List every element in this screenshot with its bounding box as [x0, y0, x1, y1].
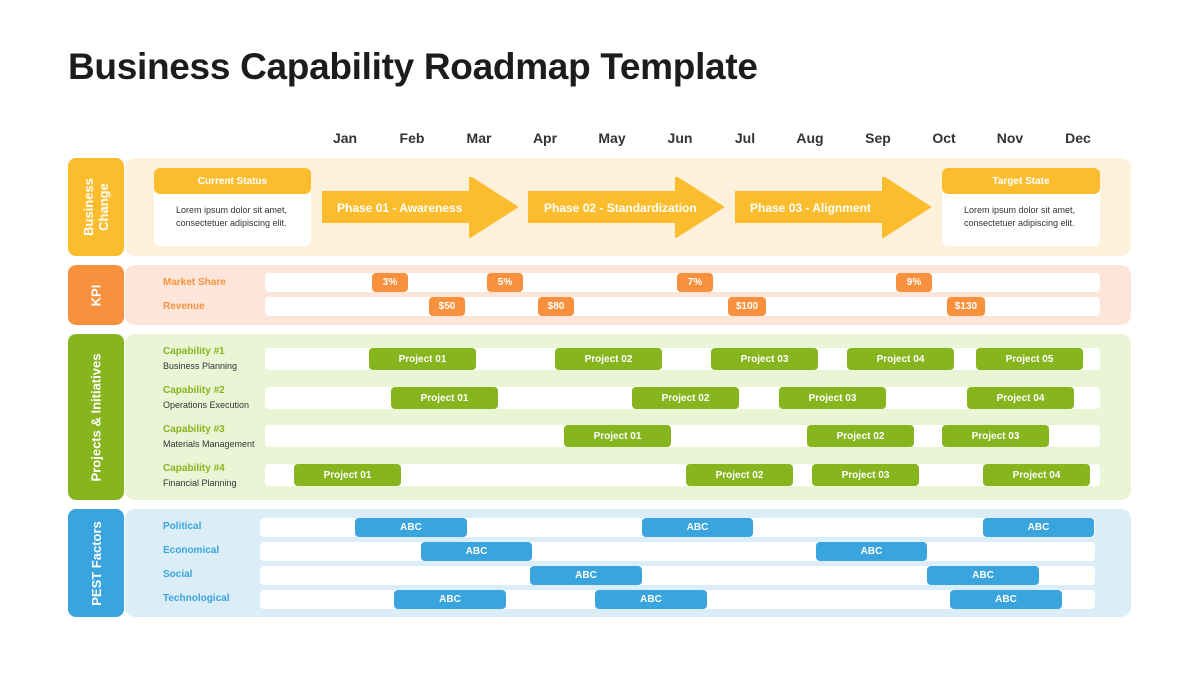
month-label: Oct: [932, 130, 956, 146]
kpi-marker: $130: [947, 297, 985, 316]
project-bar: Project 04: [967, 387, 1074, 409]
phase-3-label: Phase 03 - Alignment: [750, 201, 871, 215]
pest-bar: ABC: [394, 590, 506, 609]
capability-label: Capability #1: [163, 346, 225, 357]
pest-row-label: Political: [163, 521, 202, 532]
month-label: Jan: [332, 130, 358, 146]
phase-1-label: Phase 01 - Awareness: [337, 201, 463, 215]
month-label: Feb: [399, 130, 425, 146]
month-label: Nov: [996, 130, 1024, 146]
kpi-marker: $80: [538, 297, 574, 316]
capability-label: Capability #4: [163, 463, 225, 474]
capability-sublabel: Materials Management: [163, 439, 255, 449]
project-bar: Project 02: [686, 464, 793, 486]
kpi-marker: 9%: [896, 273, 932, 292]
kpi-label: KPI: [68, 265, 124, 325]
capability-sublabel: Business Planning: [163, 361, 238, 371]
business-change-section: Current Status Lorem ipsum dolor sit ame…: [125, 158, 1131, 256]
phase-2-label: Phase 02 - Standardization: [544, 201, 697, 215]
project-bar: Project 04: [847, 348, 954, 370]
kpi-marker: $50: [429, 297, 465, 316]
pest-bar: ABC: [530, 566, 642, 585]
project-bar: Project 03: [942, 425, 1049, 447]
phase-arrow: [528, 177, 724, 238]
project-bar: Project 02: [555, 348, 662, 370]
project-bar: Project 02: [807, 425, 914, 447]
kpi-section: Market Share 3% 5% 7% 9% Revenue $50 $80…: [125, 265, 1131, 325]
current-status-text: Lorem ipsum dolor sit amet, consectetuer…: [176, 205, 288, 228]
phase-arrow: [735, 177, 931, 238]
kpi-track: [265, 297, 1100, 316]
kpi-marker: 7%: [677, 273, 713, 292]
project-bar: Project 05: [976, 348, 1083, 370]
kpi-row-label: Revenue: [163, 301, 205, 312]
month-label: Dec: [1065, 130, 1091, 146]
project-bar: Project 03: [711, 348, 818, 370]
month-label: Jun: [667, 130, 693, 146]
capability-sublabel: Operations Execution: [163, 400, 250, 410]
project-bar: Project 01: [391, 387, 498, 409]
target-state-heading: Target State: [942, 168, 1100, 194]
pest-track: [260, 542, 1095, 561]
month-label: Sep: [865, 130, 891, 146]
pest-bar: ABC: [983, 518, 1094, 537]
project-bar: Project 03: [779, 387, 886, 409]
pest-bar: ABC: [421, 542, 532, 561]
pest-row-label: Social: [163, 569, 193, 580]
current-status-card: Current Status Lorem ipsum dolor sit ame…: [154, 168, 311, 246]
pest-bar: ABC: [642, 518, 753, 537]
projects-section: Capability #1 Business Planning Project …: [125, 334, 1131, 500]
pest-label: PEST Factors: [68, 509, 124, 617]
kpi-marker: 5%: [487, 273, 523, 292]
project-bar: Project 01: [564, 425, 671, 447]
month-label: Jul: [734, 130, 756, 146]
project-bar: Project 04: [983, 464, 1090, 486]
pest-bar: ABC: [595, 590, 707, 609]
month-label: May: [598, 130, 626, 146]
pest-bar: ABC: [950, 590, 1062, 609]
kpi-row-label: Market Share: [163, 277, 226, 288]
month-label: Apr: [532, 130, 558, 146]
project-bar: Project 03: [812, 464, 919, 486]
page-title: Business Capability Roadmap Template: [68, 46, 758, 87]
target-state-card: Target State Lorem ipsum dolor sit amet,…: [942, 168, 1100, 246]
projects-label: Projects & Initiatives: [68, 334, 124, 500]
month-label: Aug: [796, 130, 824, 146]
current-status-heading: Current Status: [154, 168, 311, 194]
capability-label: Capability #2: [163, 385, 225, 396]
capability-sublabel: Financial Planning: [163, 478, 237, 488]
pest-track: [260, 566, 1095, 585]
month-label: Mar: [466, 130, 492, 146]
pest-section: Political ABC ABC ABC Economical ABC ABC…: [125, 509, 1131, 617]
target-state-text: Lorem ipsum dolor sit amet, consectetuer…: [964, 205, 1076, 228]
phase-arrow: [322, 177, 518, 238]
capability-label: Capability #3: [163, 424, 225, 435]
pest-bar: ABC: [927, 566, 1039, 585]
pest-bar: ABC: [355, 518, 467, 537]
kpi-marker: 3%: [372, 273, 408, 292]
pest-row-label: Economical: [163, 545, 220, 556]
project-bar: Project 01: [369, 348, 476, 370]
kpi-marker: $100: [728, 297, 766, 316]
project-bar: Project 01: [294, 464, 401, 486]
pest-bar: ABC: [816, 542, 927, 561]
pest-row-label: Technological: [163, 593, 230, 604]
project-bar: Project 02: [632, 387, 739, 409]
